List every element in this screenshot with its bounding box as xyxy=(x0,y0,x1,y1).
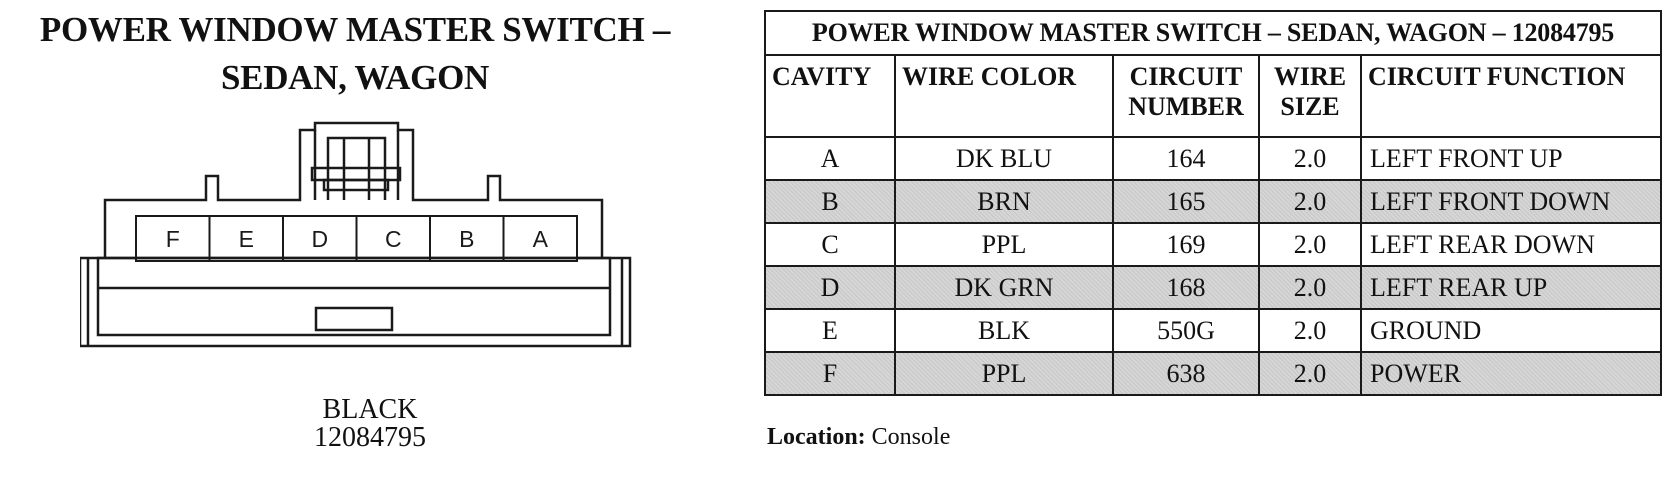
table-row: A DK BLU 164 2.0 LEFT FRONT UP xyxy=(764,136,1662,181)
connector-color: BLACK xyxy=(322,394,418,425)
diagram-title-line1: POWER WINDOW MASTER SWITCH – xyxy=(39,10,671,49)
cell-circuit-number: 165 xyxy=(1112,179,1260,224)
cell-cavity: E xyxy=(764,308,896,353)
cell-circuit-function: POWER xyxy=(1360,351,1662,396)
cell-circuit-function: LEFT REAR UP xyxy=(1360,265,1662,310)
cavity-label-d: D xyxy=(311,226,328,252)
cell-cavity: F xyxy=(764,351,896,396)
cell-circuit-function: GROUND xyxy=(1360,308,1662,353)
header-circuit-function: CIRCUIT FUNCTION xyxy=(1360,54,1662,138)
table-row: B BRN 165 2.0 LEFT FRONT DOWN xyxy=(764,179,1662,224)
cell-wire-color: PPL xyxy=(894,222,1114,267)
cavity-label-e: E xyxy=(239,226,254,252)
cell-wire-size: 2.0 xyxy=(1258,136,1362,181)
cavity-label-a: A xyxy=(533,226,549,252)
cell-circuit-function: LEFT FRONT DOWN xyxy=(1360,179,1662,224)
cell-cavity: D xyxy=(764,265,896,310)
header-wire-color: WIRE COLOR xyxy=(894,54,1114,138)
location-label: Location: xyxy=(767,424,866,450)
cell-circuit-function: LEFT FRONT UP xyxy=(1360,136,1662,181)
table-row: D DK GRN 168 2.0 LEFT REAR UP xyxy=(764,265,1662,310)
cell-cavity: C xyxy=(764,222,896,267)
diagram-title-line2: SEDAN, WAGON xyxy=(220,58,490,97)
cavity-label-c: C xyxy=(385,226,402,252)
cell-wire-size: 2.0 xyxy=(1258,308,1362,353)
cell-wire-color: PPL xyxy=(894,351,1114,396)
cell-wire-size: 2.0 xyxy=(1258,265,1362,310)
cell-wire-color: DK BLU xyxy=(894,136,1114,181)
connector-caption: BLACK 12084795 xyxy=(160,396,580,452)
cell-circuit-number: 169 xyxy=(1112,222,1260,267)
cell-wire-color: BRN xyxy=(894,179,1114,224)
header-cavity: CAVITY xyxy=(764,54,896,138)
cell-circuit-number: 168 xyxy=(1112,265,1260,310)
location-note: Location: Console xyxy=(767,424,950,451)
cell-circuit-number: 164 xyxy=(1112,136,1260,181)
cavity-label-b: B xyxy=(459,226,474,252)
cell-circuit-number: 638 xyxy=(1112,351,1260,396)
cell-wire-size: 2.0 xyxy=(1258,222,1362,267)
pinout-table: POWER WINDOW MASTER SWITCH – SEDAN, WAGO… xyxy=(764,10,1662,396)
cell-wire-size: 2.0 xyxy=(1258,351,1362,396)
table-title: POWER WINDOW MASTER SWITCH – SEDAN, WAGO… xyxy=(764,10,1662,56)
table-row: E BLK 550G 2.0 GROUND xyxy=(764,308,1662,353)
cell-cavity: A xyxy=(764,136,896,181)
cell-cavity: B xyxy=(764,179,896,224)
cell-wire-size: 2.0 xyxy=(1258,179,1362,224)
table-title-row: POWER WINDOW MASTER SWITCH – SEDAN, WAGO… xyxy=(764,10,1662,56)
cell-wire-color: BLK xyxy=(894,308,1114,353)
cavity-label-f: F xyxy=(166,226,180,252)
connector-part-number: 12084795 xyxy=(314,422,426,453)
cell-circuit-number: 550G xyxy=(1112,308,1260,353)
diagram-title: POWER WINDOW MASTER SWITCH – SEDAN, WAGO… xyxy=(0,6,710,102)
cell-wire-color: DK GRN xyxy=(894,265,1114,310)
connector-face-drawing: F E D C B A xyxy=(80,121,632,348)
location-value: Console xyxy=(871,424,951,450)
table-row: F PPL 638 2.0 POWER xyxy=(764,351,1662,396)
table-row: C PPL 169 2.0 LEFT REAR DOWN xyxy=(764,222,1662,267)
cell-circuit-function: LEFT REAR DOWN xyxy=(1360,222,1662,267)
